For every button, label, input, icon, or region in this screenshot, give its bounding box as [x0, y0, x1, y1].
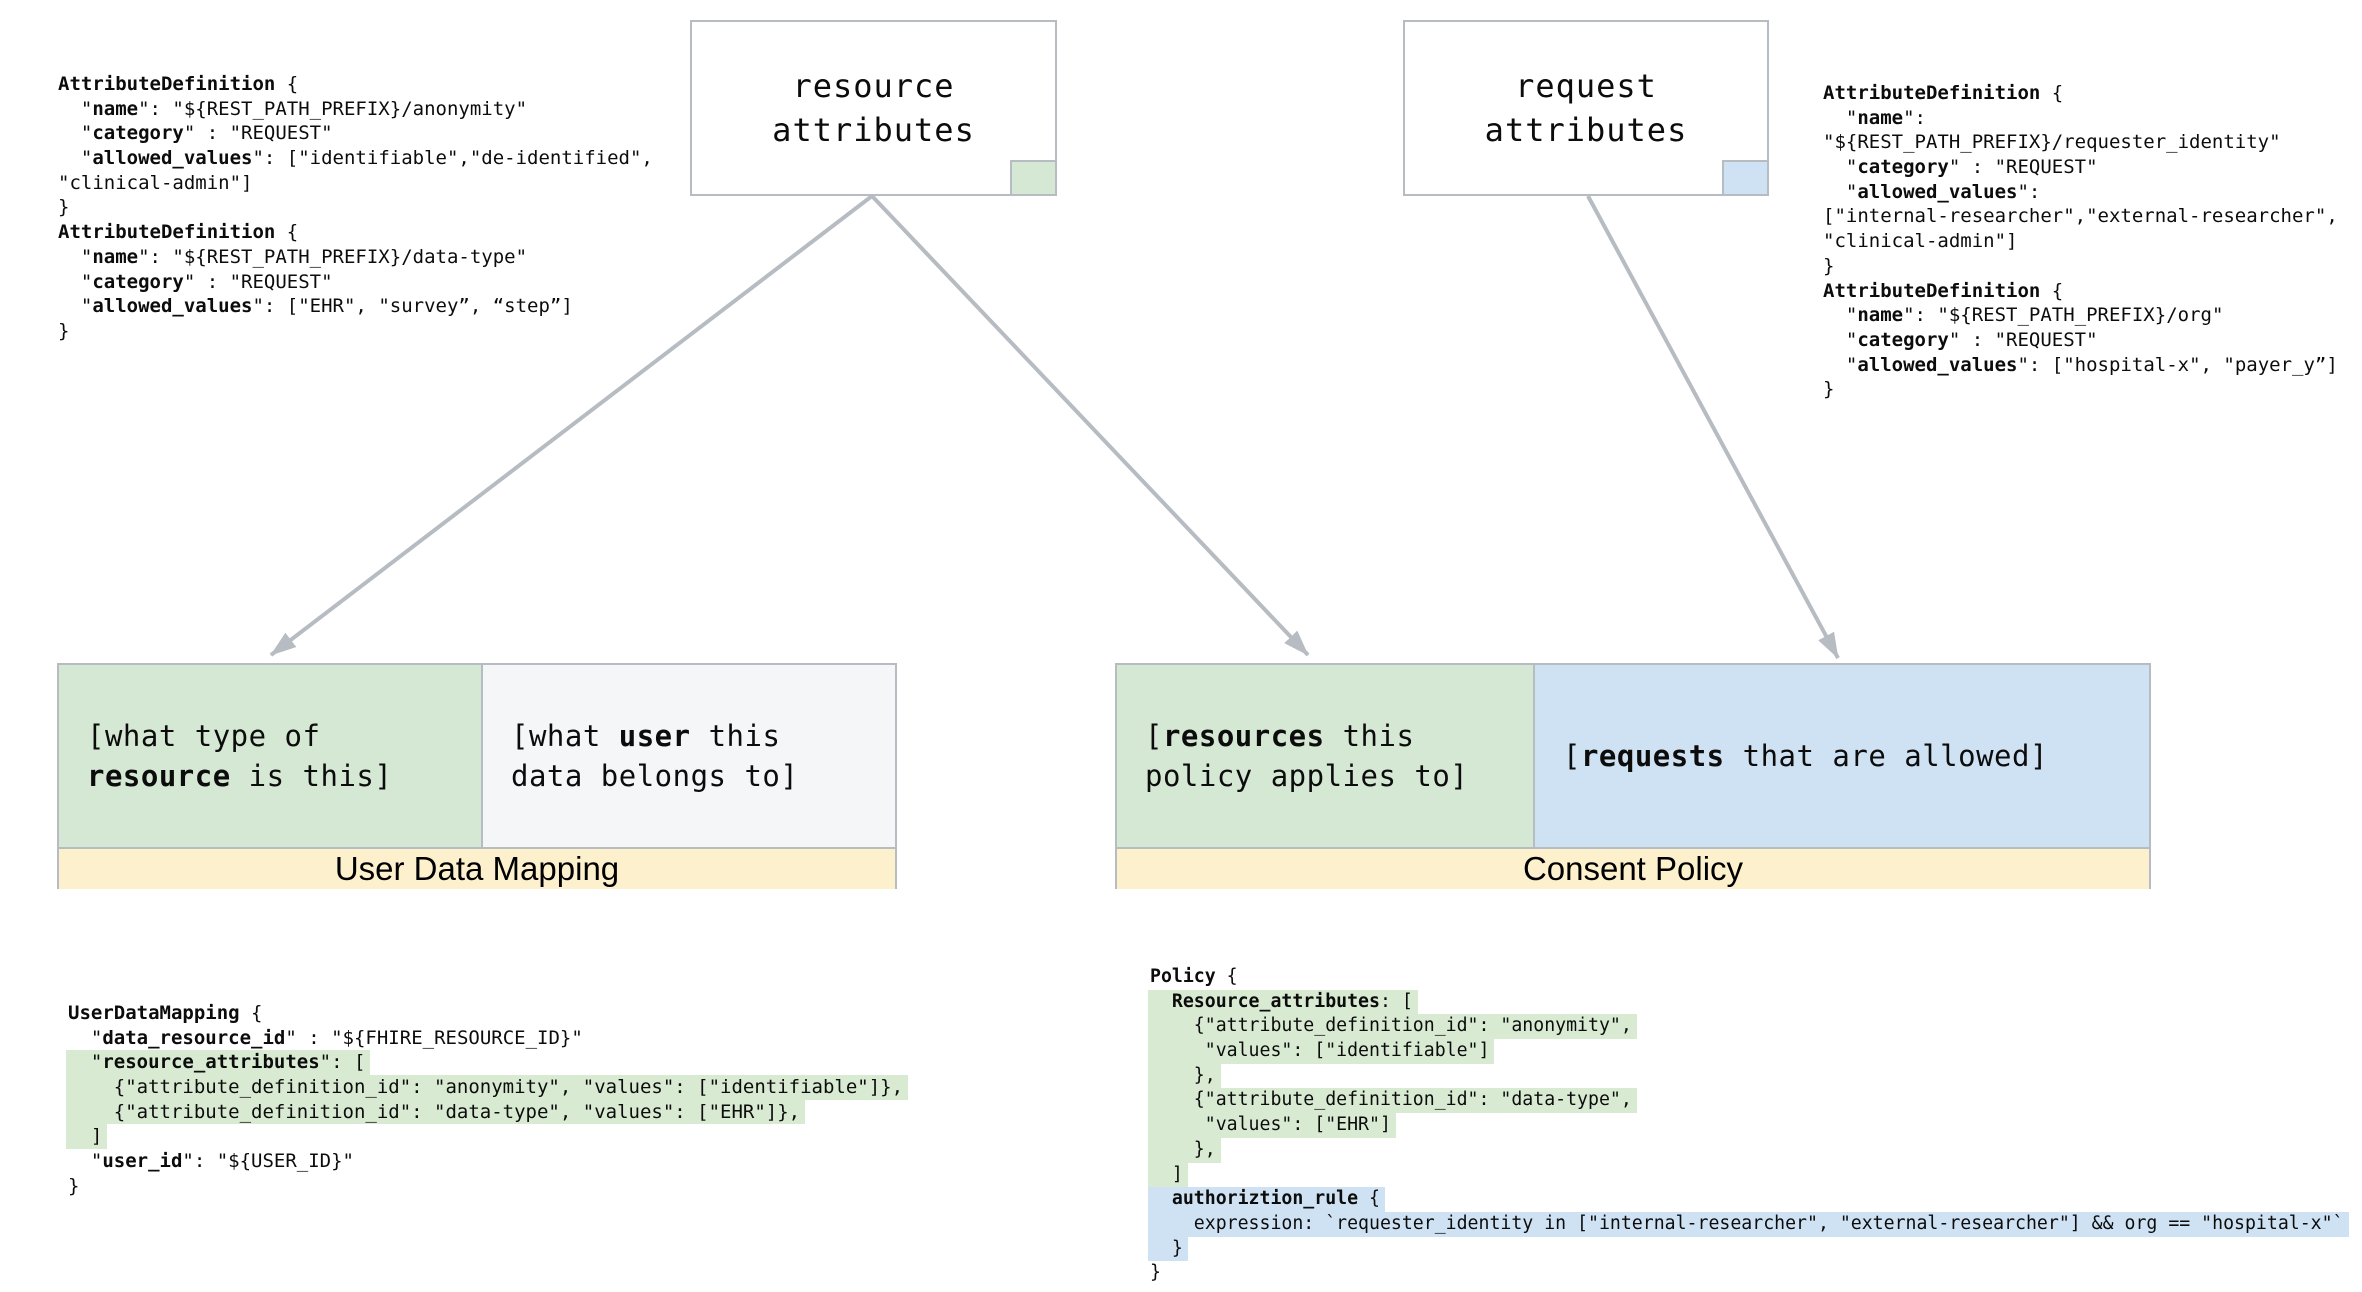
- resource-attributes-label: resource attributes: [772, 67, 975, 149]
- udm-user-cell: [what user this data belongs to]: [483, 665, 895, 847]
- user-data-mapping-panel: [what type of resource is this] [what us…: [57, 663, 897, 889]
- udm-resource-type-cell: [what type of resource is this]: [59, 665, 483, 847]
- consent-policy-panel: [resources this policy applies to] [requ…: [1115, 663, 2151, 889]
- consent-policy-band: Consent Policy: [1117, 847, 2149, 889]
- request-attributes-box: request attributes: [1403, 20, 1769, 196]
- user-data-mapping-cells: [what type of resource is this] [what us…: [59, 665, 895, 847]
- resource-attribute-definitions-code: AttributeDefinition { "name": "${REST_PA…: [58, 73, 653, 342]
- request-attributes-color-swatch: [1722, 160, 1769, 196]
- request-attribute-definitions-code: AttributeDefinition { "name":"${REST_PAT…: [1823, 82, 2338, 401]
- cp-requests-cell: [requests that are allowed]: [1535, 665, 2149, 847]
- resource-attributes-box: resource attributes: [690, 20, 1057, 196]
- cp-resources-cell: [resources this policy applies to]: [1117, 665, 1535, 847]
- udm-user-text: [what user this data belongs to]: [511, 719, 799, 793]
- user-data-mapping-band: User Data Mapping: [59, 847, 895, 889]
- cp-resources-text: [resources this policy applies to]: [1145, 719, 1469, 793]
- resource-attributes-color-swatch: [1010, 160, 1057, 196]
- cp-requests-text: [requests that are allowed]: [1563, 739, 2048, 773]
- arrow-resource-to-consent-policy: [870, 194, 1310, 657]
- consent-policy-cells: [resources this policy applies to] [requ…: [1117, 665, 2149, 847]
- user-data-mapping-example-code: UserDataMapping { "data_resource_id" : "…: [66, 1001, 909, 1199]
- udm-resource-type-text: [what type of resource is this]: [87, 719, 393, 793]
- request-attributes-label: request attributes: [1484, 67, 1688, 149]
- policy-example-code: Policy { Resource_attributes: [ {"attrib…: [1148, 965, 2349, 1286]
- arrow-request-to-consent-policy: [1586, 195, 1840, 659]
